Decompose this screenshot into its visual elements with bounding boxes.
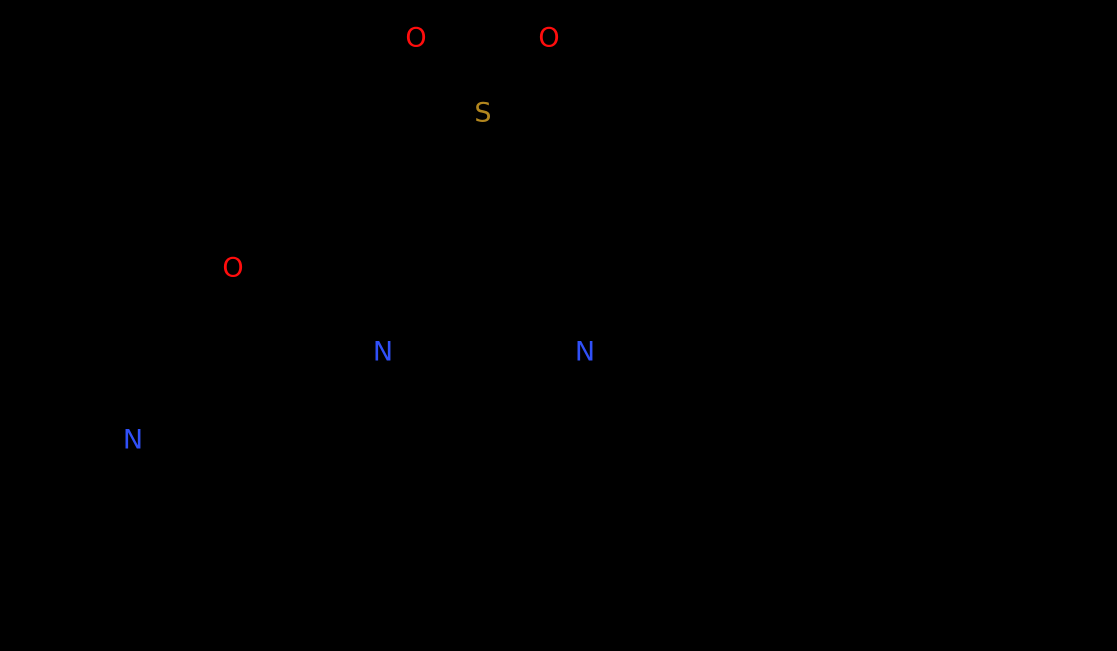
atom-oxygen-2: O <box>538 22 560 54</box>
atom-nitrogen-2: N <box>574 336 596 368</box>
atom-nitrogen-3: N <box>122 424 144 456</box>
atom-oxygen-3: O <box>222 252 244 284</box>
atom-nitrogen-1: N <box>372 336 394 368</box>
atom-oxygen-1: O <box>405 22 427 54</box>
atom-sulfur: S <box>474 97 492 129</box>
